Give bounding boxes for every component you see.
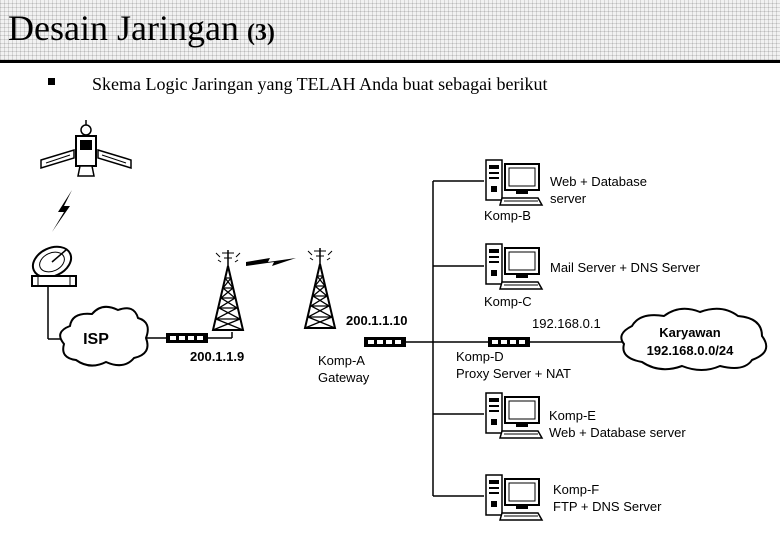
gateway-tower-icon xyxy=(304,247,336,329)
isp-cloud: ISP xyxy=(59,305,149,367)
komp-e-computer-icon xyxy=(485,392,543,439)
lan-name-label: Karyawan xyxy=(659,325,720,340)
tower-wireless-link-icon xyxy=(246,258,296,266)
slide-title: Desain Jaringan (3) xyxy=(8,6,275,55)
isp-label: ISP xyxy=(83,331,109,348)
gateway-ip-label: 200.1.1.10 xyxy=(346,313,407,328)
komp-c-role: Mail Server + DNS Server xyxy=(550,260,701,275)
lan-subnet-label: 192.168.0.0/24 xyxy=(647,343,735,358)
proxy-router-icon xyxy=(488,337,530,347)
gateway-role-label: Gateway xyxy=(318,370,370,385)
gateway-router-icon xyxy=(364,337,406,347)
proxy-name-label: Komp-D xyxy=(456,349,504,364)
slide-title-number: (3) xyxy=(246,20,275,46)
lan-cloud: Karyawan 192.168.0.0/24 xyxy=(620,307,768,371)
komp-c-computer-icon xyxy=(485,243,543,290)
satellite-icon xyxy=(40,120,132,177)
isp-router-icon xyxy=(166,333,208,343)
komp-c-name: Komp-C xyxy=(484,294,532,309)
komp-b-computer-icon xyxy=(485,159,543,206)
proxy-ip-label: 192.168.0.1 xyxy=(532,316,601,331)
komp-b-role-1: Web + Database xyxy=(550,174,647,189)
isp-ip-label: 200.1.1.9 xyxy=(190,349,244,364)
isp-tower-icon xyxy=(212,249,244,331)
bullet-text: Skema Logic Jaringan yang TELAH Anda bua… xyxy=(92,74,548,94)
komp-b-name: Komp-B xyxy=(484,208,531,223)
komp-e-name: Komp-E xyxy=(549,408,596,423)
proxy-role-label: Proxy Server + NAT xyxy=(456,366,571,381)
satellite-dish-icon xyxy=(31,245,77,287)
gateway-name-label: Komp-A xyxy=(318,353,365,368)
slide-title-text: Desain Jaringan xyxy=(8,8,239,48)
wireless-link-icon xyxy=(52,190,72,232)
komp-f-name: Komp-F xyxy=(553,482,599,497)
komp-f-role: FTP + DNS Server xyxy=(553,499,662,514)
komp-b-role-2: server xyxy=(550,191,587,206)
komp-f-computer-icon xyxy=(485,474,543,521)
title-bar: Desain Jaringan (3) xyxy=(0,0,780,63)
komp-e-role: Web + Database server xyxy=(549,425,686,440)
bullet-icon xyxy=(48,78,55,85)
